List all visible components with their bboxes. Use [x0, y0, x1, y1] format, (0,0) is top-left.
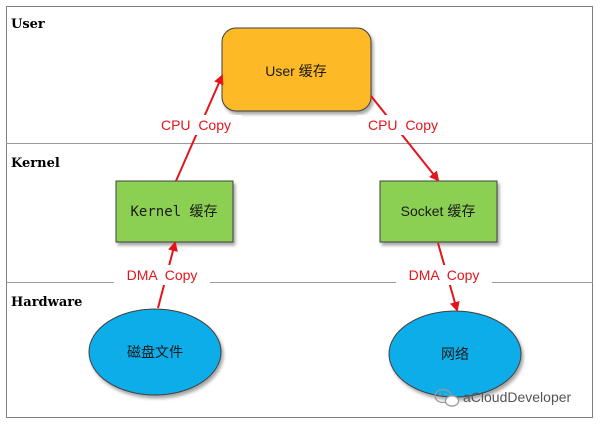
socket-cache-label: Socket 缓存: [401, 203, 476, 219]
cpu-copy-left-text: CPU Copy: [161, 117, 231, 133]
arrow-user-to-socket: [370, 95, 440, 182]
disk-file-label: 磁盘文件: [127, 344, 183, 360]
watermark-text: aCloudDeveloper: [463, 389, 572, 405]
dma-copy-right-text: DMA Copy: [409, 267, 480, 283]
layer-label-hardware: Hardware: [11, 295, 82, 310]
user-cache-label: User 缓存: [265, 63, 326, 79]
cpu-copy-right-text: CPU Copy: [368, 117, 438, 133]
network-node: 网络: [388, 310, 522, 398]
socket-cache-node: Socket 缓存: [379, 180, 498, 243]
network-label: 网络: [441, 346, 469, 362]
user-cache-node: User 缓存: [221, 27, 372, 112]
edge-label-cpu-copy-right: CPU Copy: [357, 115, 449, 135]
disk-file-node: 磁盘文件: [88, 308, 222, 396]
edge-label-dma-copy-right: DMA Copy: [396, 265, 492, 285]
dma-copy-left-text: DMA Copy: [127, 267, 198, 283]
edge-label-cpu-copy-left: CPU Copy: [150, 115, 242, 135]
kernel-cache-node: Kernel 缓存: [115, 180, 234, 243]
layer-label-user: User: [11, 17, 45, 32]
edge-label-dma-copy-left: DMA Copy: [114, 265, 210, 285]
layer-label-kernel: Kernel: [11, 156, 60, 171]
kernel-cache-label: Kernel 缓存: [130, 204, 217, 220]
user-cache-box: [221, 27, 372, 112]
disk-file-ellipse: [88, 308, 222, 396]
wechat-icon: [434, 388, 460, 407]
watermark: aCloudDeveloper: [434, 388, 572, 407]
